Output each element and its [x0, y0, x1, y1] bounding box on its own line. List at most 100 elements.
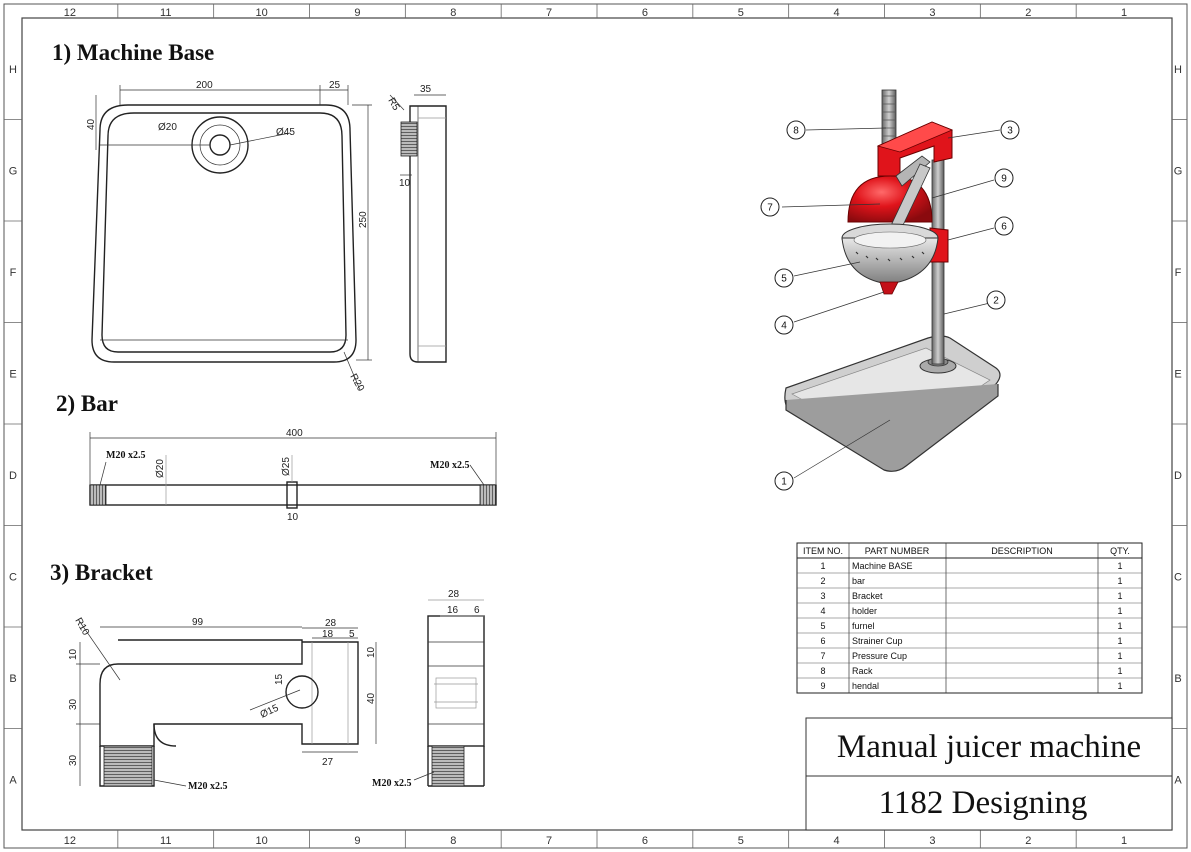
zone-col-label: 10	[255, 835, 267, 847]
base-side-view	[389, 94, 447, 363]
bracket-front-view	[76, 621, 377, 787]
bom-cell: Pressure Cup	[852, 651, 907, 661]
zone-col-label: 9	[354, 7, 360, 19]
zone-col-label: 10	[255, 7, 267, 19]
bom-cell: 2	[820, 576, 825, 586]
bar-dim-collar: Ø25	[281, 457, 292, 476]
bom-cell: 1	[820, 561, 825, 571]
balloon-4: 4	[774, 315, 794, 335]
base-dim-thickness: 10	[399, 178, 411, 189]
bracket-side-view	[413, 599, 485, 787]
bar-title: 2) Bar	[56, 391, 118, 416]
bom-cell: 4	[820, 606, 825, 616]
zone-col-label: 5	[738, 7, 744, 19]
bracket-dim-side-w: 28	[448, 589, 460, 600]
outer-border	[3, 3, 1188, 849]
zone-row-label: A	[9, 774, 17, 786]
svg-text:5: 5	[781, 274, 787, 285]
zone-col-label: 8	[450, 7, 456, 19]
bom-cell: 1	[1117, 561, 1122, 571]
bom-header-desc: DESCRIPTION	[991, 546, 1053, 556]
zone-row-label: D	[9, 470, 17, 482]
bom-cell: 9	[820, 681, 825, 691]
zone-row-label: G	[1174, 165, 1183, 177]
zone-row-label: D	[1174, 470, 1182, 482]
bracket-dim-top-w: 28	[325, 618, 337, 629]
zone-col-label: 6	[642, 7, 648, 19]
bracket-dim-side-16: 16	[447, 605, 459, 616]
zone-col-label: 6	[642, 835, 648, 847]
base-title: 1) Machine Base	[52, 40, 214, 65]
bom-cell: 5	[820, 621, 825, 631]
zone-col-label: 4	[834, 7, 840, 19]
zone-row-label: H	[9, 64, 17, 76]
zone-row-label: B	[1174, 673, 1181, 685]
bom-header-qty: QTY.	[1110, 546, 1130, 556]
bar-thread-right: M20 x2.5	[430, 460, 469, 471]
bom-cell: furnel	[852, 621, 875, 631]
balloon-5: 5	[774, 268, 794, 288]
zone-col-label: 11	[160, 835, 171, 847]
bar-dim-diameter: Ø20	[155, 459, 166, 478]
base-dim-depth: 35	[420, 84, 432, 95]
base-dim-chamfer: 25	[329, 80, 341, 91]
zone-row-label: B	[9, 673, 16, 685]
base-dim-width: 200	[196, 80, 213, 91]
bom-cell: bar	[852, 576, 865, 586]
zone-col-label: 7	[546, 835, 552, 847]
bracket-dim-v15: 15	[274, 673, 285, 685]
bom-cell: 6	[820, 636, 825, 646]
bom-cell: 3	[820, 591, 825, 601]
bom-cell: Strainer Cup	[852, 636, 903, 646]
zone-row-label: E	[1174, 368, 1181, 380]
base-dim-radius-corner: R20	[347, 372, 366, 394]
svg-text:3: 3	[1007, 126, 1013, 137]
bar-dim-collar-width: 10	[287, 512, 299, 523]
bar-dim-length: 400	[286, 428, 303, 439]
zone-row-label: G	[9, 165, 18, 177]
bracket-dim-edge: 5	[349, 629, 355, 640]
zone-row-label: C	[1174, 571, 1182, 583]
zone-col-label: 1	[1121, 835, 1127, 847]
bracket-thread-front: M20 x2.5	[188, 781, 227, 792]
svg-text:4: 4	[781, 321, 787, 332]
zone-col-label: 9	[354, 835, 360, 847]
zone-col-label: 5	[738, 835, 744, 847]
base-dim-hole-large: Ø45	[276, 127, 295, 138]
base-dim-height: 250	[358, 211, 369, 228]
zone-col-label: 7	[546, 7, 552, 19]
bom-header-part: PART NUMBER	[865, 546, 930, 556]
zone-row-label: F	[10, 267, 17, 279]
zone-row-label: H	[1174, 64, 1182, 76]
bom-cell: 8	[820, 666, 825, 676]
zone-ticks	[4, 4, 1187, 848]
base-dim-radius-top: R5	[385, 96, 401, 113]
bracket-title: 3) Bracket	[50, 560, 153, 585]
inner-border	[21, 17, 1173, 831]
bracket-dim-t30b: 30	[68, 754, 79, 766]
balloon-3: 3	[1000, 120, 1020, 140]
bom-cell: Machine BASE	[852, 561, 913, 571]
bracket-dim-t30a: 30	[68, 698, 79, 710]
bom-cell: 1	[1117, 606, 1122, 616]
bracket-dim-arm: 99	[192, 617, 204, 628]
bracket-dim-t10: 10	[68, 648, 79, 660]
zone-row-label: E	[9, 368, 16, 380]
bom-cell: hendal	[852, 681, 879, 691]
bom-cell: 1	[1117, 591, 1122, 601]
zone-col-label: 12	[64, 7, 76, 19]
bracket-dim-bottom-w: 27	[322, 757, 334, 768]
balloon-8: 8	[786, 120, 806, 140]
bom-cell: holder	[852, 606, 877, 616]
base-dim-hole-small: Ø20	[158, 122, 177, 133]
bracket-dim-inner-w: 18	[322, 629, 334, 640]
balloon-6: 6	[994, 216, 1014, 236]
zone-row-label: C	[9, 571, 17, 583]
bar-view	[89, 432, 497, 509]
bom-cell: Bracket	[852, 591, 883, 601]
zone-col-label: 2	[1025, 835, 1031, 847]
svg-text:1: 1	[781, 477, 787, 488]
